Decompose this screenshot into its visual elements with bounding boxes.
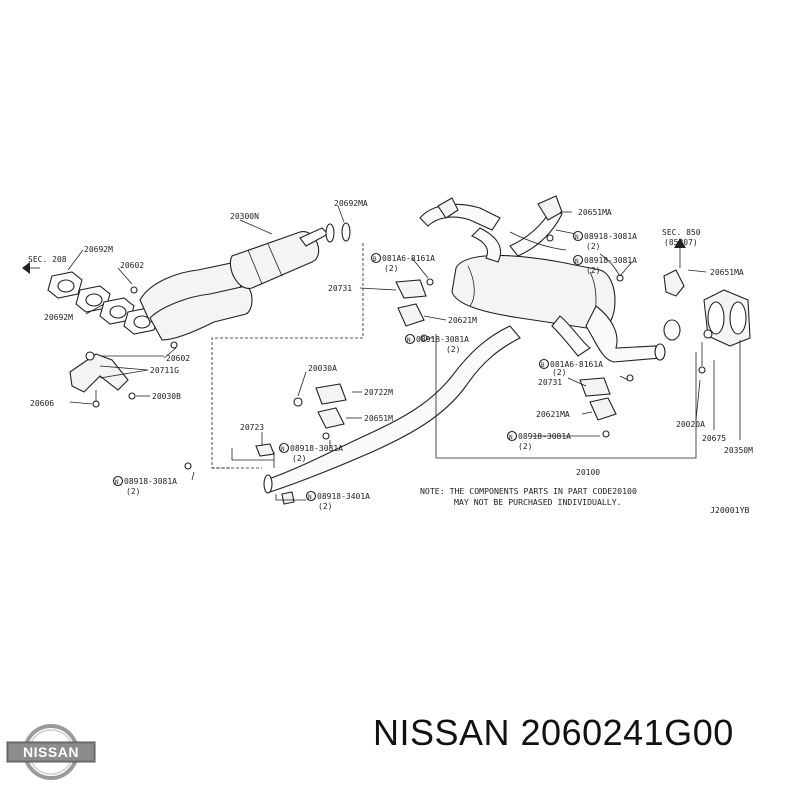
label-qty: (2) [292,454,306,463]
label-20722M: 20722M [364,388,393,397]
label-qty: (2) [318,502,332,511]
label-20711G: 20711G [150,366,179,375]
callout-symbols: B N N N N N N B N [22,230,686,502]
part-labels: SEC. 208 20692M 20602 20692M 20300N 2069… [28,199,753,515]
label-nut-08918: 08918-3081A [584,232,637,241]
label-20602: 20602 [120,261,144,270]
label-20731: 20731 [538,378,562,387]
label-sec850: SEC. 850 [662,228,701,237]
label-qty: (2) [126,487,140,496]
rear-muffler-assembly [419,195,751,374]
label-20692M: 20692M [84,245,113,254]
label-20606: 20606 [30,399,54,408]
label-20100: 20100 [576,468,600,477]
label-20030A: 20030A [308,364,337,373]
label-20602: 20602 [166,354,190,363]
arrow-left-icon [22,262,30,274]
bracket-20711G [69,351,136,408]
n-symbol: N [407,337,411,344]
label-sec850-sub: (85207) [664,238,698,247]
front-catalyst-assembly [47,222,351,349]
label-20651MA: 20651MA [578,208,612,217]
label-20350M: 20350M [724,446,753,455]
note-line-2: MAY NOT BE PURCHASED INDIVIDUALLY. [454,497,622,507]
n-symbol: N [509,434,513,441]
label-qty: (2) [446,345,460,354]
label-20030B: 20030B [152,392,181,401]
label-20300N: 20300N [230,212,259,221]
logo-text: NISSAN [23,744,79,760]
label-qty: (2) [552,368,566,377]
label-20651M: 20651M [364,414,393,423]
label-nut-08918: 08918-3401A [317,492,370,501]
label-qty: (2) [586,242,600,251]
label-qty: (2) [586,266,600,275]
label-20675: 20675 [702,434,726,443]
hanger-brackets [184,278,634,505]
label-qty: (2) [518,442,532,451]
label-nut-08918: 08918-3081A [416,335,469,344]
n-symbol: N [281,446,285,453]
note-line-1: NOTE: THE COMPONENTS PARTS IN PART CODE2… [420,486,637,496]
diagram-reference: J20001YB [710,505,750,515]
label-20621M: 20621M [448,316,477,325]
n-symbol: N [115,479,119,486]
label-bolt-081A6: 081A6-8161A [550,360,603,369]
nissan-logo-icon: NISSAN [6,724,96,780]
label-qty: (2) [384,264,398,273]
label-nut-08918: 08918-3081A [518,432,571,441]
label-bolt-081A6: 081A6-8161A [382,254,435,263]
label-20692M: 20692M [44,313,73,322]
n-symbol: N [575,234,579,241]
leader-lines [67,205,741,501]
arrow-up-icon [674,238,686,248]
label-nut-08918: 08918-3081A [584,256,637,265]
label-20621MA: 20621MA [536,410,570,419]
n-symbol: N [575,258,579,265]
main-pipe [263,325,521,494]
n-symbol: N [308,494,312,501]
label-20692MA: 20692MA [334,199,368,208]
label-20723: 20723 [240,423,264,432]
b-symbol: B [373,256,377,263]
label-20651MA: 20651MA [710,268,744,277]
label-20731: 20731 [328,284,352,293]
label-sec208: SEC. 208 [28,255,67,264]
b-symbol: B [541,362,545,369]
part-number-caption: NISSAN 2060241G00 [373,712,734,753]
label-20020A: 20020A [676,420,705,429]
label-nut-08918: 08918-3081A [290,444,343,453]
label-nut-08918: 08918-3081A [124,477,177,486]
